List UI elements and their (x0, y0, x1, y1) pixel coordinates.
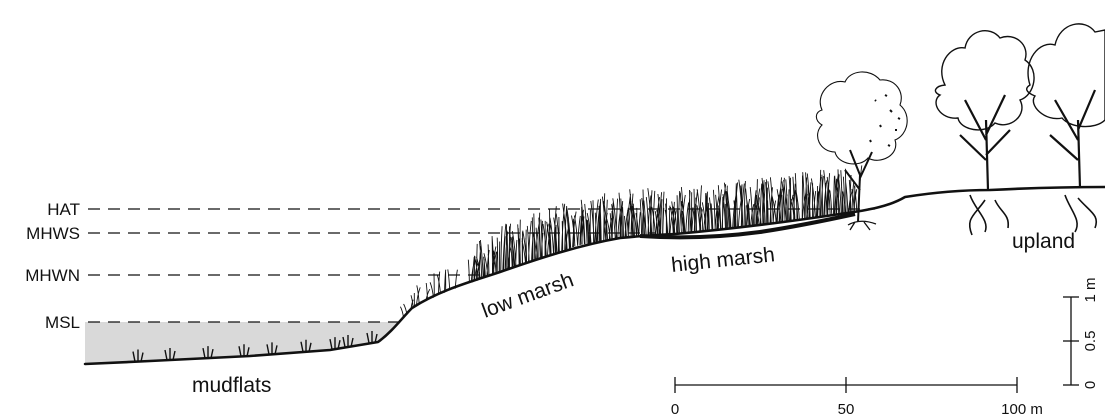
mudflat-grass-icon (132, 331, 378, 362)
vertical-scale-bar (1063, 296, 1079, 386)
tree-large-1 (934, 30, 1035, 236)
mudflat-grass-tuft (329, 337, 341, 350)
msl-label: MSL (45, 313, 80, 332)
mudflat-grass-tuft (238, 344, 250, 357)
high-marsh-label: high marsh (670, 243, 776, 277)
marsh-grass-icon (399, 165, 863, 318)
mudflat-grass-tuft (342, 335, 354, 348)
v-scale-label-0: 0 (1082, 381, 1099, 389)
v-scale-label-05: 0.5 (1082, 331, 1099, 352)
low-marsh-label: low marsh (479, 268, 577, 322)
upland-label: upland (1012, 230, 1075, 253)
h-scale-label-100: 100 m (1001, 401, 1043, 417)
mhwn-label: MHWN (25, 266, 80, 285)
tide-level-lines (88, 208, 875, 323)
mudflat-grass-tuft (366, 331, 378, 344)
h-scale-label-0: 0 (671, 401, 679, 417)
v-scale-label-1: 1 m (1082, 277, 1099, 302)
mudflats-label: mudflats (192, 374, 271, 397)
mhws-label: MHWS (26, 224, 80, 243)
water-area (85, 322, 398, 364)
marsh-grass-blades (399, 165, 863, 318)
tree-large-2 (1026, 23, 1105, 233)
mudflat-grass-tuft (202, 346, 214, 359)
hat-label: HAT (47, 200, 80, 219)
tree-icon (815, 23, 1105, 236)
mudflat-grass-tuft (300, 339, 312, 352)
tree-small (815, 71, 908, 231)
h-scale-label-50: 50 (838, 401, 855, 417)
mudflat-grass-tuft (266, 342, 278, 355)
high-marsh-dense-grass (639, 212, 856, 240)
horizontal-scale-bar (674, 377, 1018, 393)
mudflat-grass-tuft (164, 348, 176, 361)
mudflat-grass-tuft (132, 349, 144, 362)
